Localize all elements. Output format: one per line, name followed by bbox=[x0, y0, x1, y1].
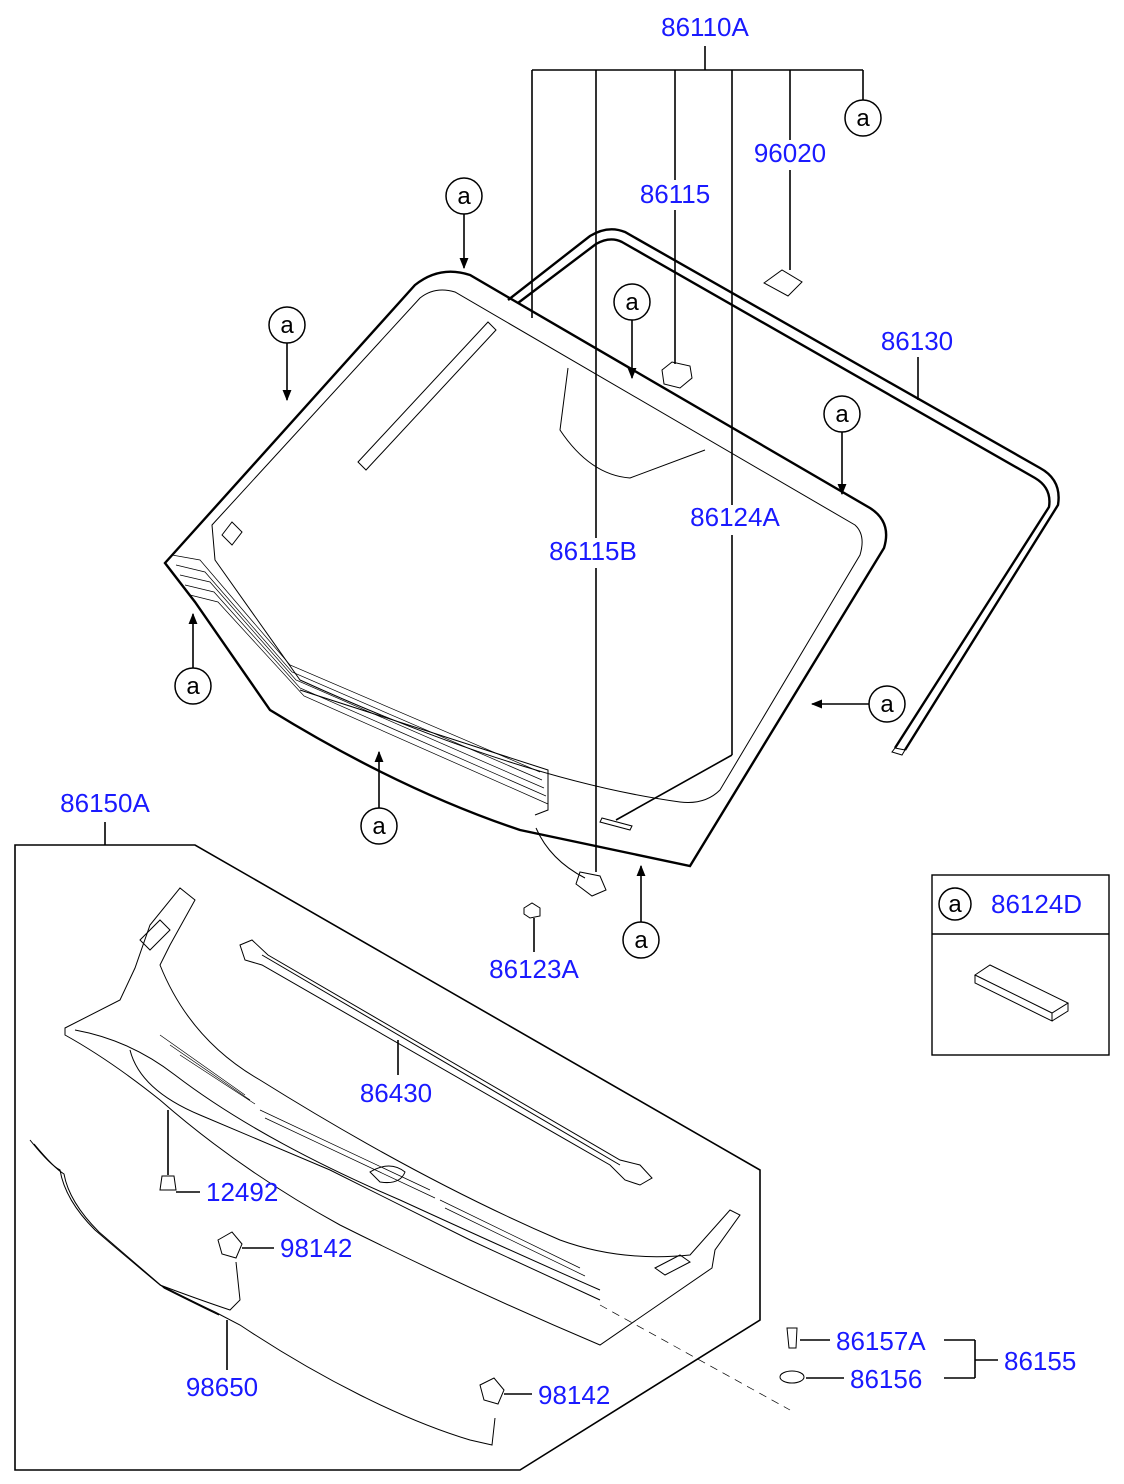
screw-12492 bbox=[159, 1110, 200, 1193]
washer-hose-98650 bbox=[29, 1139, 496, 1446]
weatherstrip-86430 bbox=[239, 939, 653, 1186]
label-86110A: 86110A bbox=[661, 12, 749, 42]
rain-sensor-86115 bbox=[661, 361, 693, 389]
label-98650: 98650 bbox=[186, 1372, 258, 1402]
callout-a-5: a bbox=[174, 612, 212, 705]
svg-text:a: a bbox=[186, 673, 200, 700]
label-86150A: 86150A bbox=[60, 788, 150, 818]
svg-text:a: a bbox=[372, 813, 386, 840]
callout-a-7: a bbox=[360, 750, 398, 845]
label-86130: 86130 bbox=[881, 326, 953, 356]
callout-a-1: a bbox=[445, 177, 483, 270]
svg-text:a: a bbox=[880, 691, 894, 718]
legend-letter: a bbox=[948, 891, 962, 918]
callout-a-3: a bbox=[613, 283, 651, 380]
label-86123A: 86123A bbox=[489, 954, 579, 984]
callout-a-4: a bbox=[823, 395, 861, 496]
svg-text:a: a bbox=[625, 289, 639, 316]
clip-86123A bbox=[523, 902, 541, 919]
legend-part-number: 86124D bbox=[991, 889, 1082, 919]
callout-a-6: a bbox=[810, 685, 906, 723]
nozzle-98142-upper bbox=[217, 1231, 274, 1259]
label-86155: 86155 bbox=[1004, 1346, 1076, 1376]
label-12492: 12492 bbox=[206, 1177, 278, 1207]
callout-a-8: a bbox=[622, 864, 660, 959]
label-98142-lower: 98142 bbox=[538, 1380, 610, 1410]
label-96020: 96020 bbox=[754, 138, 826, 168]
grommet-86156 bbox=[779, 1370, 844, 1384]
pad-96020 bbox=[763, 269, 803, 297]
svg-text:a: a bbox=[835, 401, 849, 428]
label-86124A: 86124A bbox=[690, 502, 780, 532]
label-98142-upper: 98142 bbox=[280, 1233, 352, 1263]
leader-86110A bbox=[531, 46, 864, 872]
windshield-glass bbox=[163, 270, 888, 897]
callout-a-9: a bbox=[844, 99, 882, 137]
legend-box: a 86124D bbox=[931, 874, 1110, 1056]
svg-text:a: a bbox=[856, 105, 870, 132]
moulding-86130 bbox=[507, 228, 1060, 756]
callout-a-2: a bbox=[268, 306, 306, 402]
label-86115: 86115 bbox=[640, 179, 710, 209]
cowl-group-frame bbox=[14, 844, 761, 1471]
label-86156: 86156 bbox=[850, 1364, 922, 1394]
bracket-86155 bbox=[944, 1339, 998, 1379]
label-86115B: 86115B bbox=[549, 536, 637, 566]
nozzle-98142-lower bbox=[479, 1377, 532, 1405]
svg-text:a: a bbox=[280, 312, 294, 339]
clip-86157A bbox=[786, 1327, 830, 1349]
label-86157A: 86157A bbox=[836, 1326, 926, 1356]
cowl-top-cover bbox=[64, 887, 791, 1411]
label-86430: 86430 bbox=[360, 1078, 432, 1108]
svg-text:a: a bbox=[457, 183, 471, 210]
svg-text:a: a bbox=[634, 927, 648, 954]
